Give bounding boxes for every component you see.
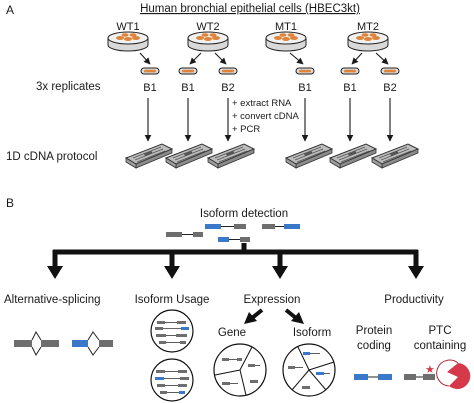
sample-label-mt1: MT1 (275, 21, 297, 33)
panel-b: B Isoform detection (4, 196, 471, 402)
expression-label: Expression (244, 294, 301, 306)
dish-to-tube-arrows (139, 52, 389, 65)
dish-mt1 (265, 31, 307, 52)
tube (295, 67, 315, 75)
productivity-label: Productivity (384, 294, 444, 306)
step-extract-rna: + extract RNA (232, 98, 292, 109)
panel-a-title: Human bronchial epithelial cells (HBEC3k… (140, 3, 360, 15)
ptc-transcript-icon: ★ (404, 364, 435, 380)
dish-mt2 (347, 31, 389, 52)
gene-label: Gene (218, 327, 246, 339)
sample-labels: WT1 WT2 MT1 MT2 (116, 21, 379, 33)
protein-coding-label-line1: Protein (356, 325, 392, 337)
dish-wt1 (107, 31, 149, 52)
sample-label-wt1: WT1 (116, 21, 139, 33)
replicate-label: B2 (221, 82, 234, 94)
nanopore-device-icon (125, 143, 173, 169)
replicate-tubes (140, 67, 400, 75)
tube (380, 67, 400, 75)
isoform-expression-pie-icon (282, 343, 336, 397)
dish-wt2 (187, 31, 229, 52)
nanopore-device-icon (207, 143, 255, 169)
sequencing-devices (125, 143, 419, 169)
expression-sub-arrows (244, 308, 304, 324)
replicate-label: B1 (298, 82, 311, 94)
replicate-labels: B1 B1 B2 B1 B1 B2 (143, 82, 396, 94)
step-convert-cdna: + convert cDNA (232, 111, 299, 122)
productivity-sub-labels: Protein coding PTC containing (356, 325, 466, 352)
tube (140, 67, 160, 75)
tube (340, 67, 360, 75)
isoform-label: Isoform (293, 327, 331, 339)
nanopore-device-icon (329, 143, 377, 169)
gene-model-icon (166, 224, 300, 242)
replicate-label: B1 (181, 82, 194, 94)
panel-a: A Human bronchial epithelial cells (HBEC… (6, 3, 419, 169)
sample-label-mt2: MT2 (357, 21, 379, 33)
nanopore-device-icon (285, 143, 333, 169)
sample-dishes (107, 31, 389, 52)
alt-splicing-icon (14, 330, 113, 357)
replicates-row-label: 3x replicates (36, 81, 101, 93)
replicate-label: B1 (143, 82, 156, 94)
alt-splicing-label: Alternative-splicing (4, 294, 101, 306)
panel-a-letter: A (6, 3, 14, 17)
protein-coding-label-line2: coding (357, 340, 391, 352)
gene-expression-pie-icon (213, 343, 267, 397)
protocol-steps: + extract RNA + convert cDNA + PCR (232, 98, 299, 135)
protein-coding-transcript-icon (354, 374, 392, 380)
stop-codon-star-icon: ★ (425, 364, 435, 376)
isoform-detection-label: Isoform detection (200, 208, 288, 220)
step-pcr: + PCR (232, 124, 260, 135)
nmd-pacman-icon (436, 359, 471, 389)
nanopore-device-icon (371, 143, 419, 169)
replicate-label: B2 (383, 82, 396, 94)
branch-labels: Alternative-splicing Isoform Usage Expre… (4, 294, 444, 306)
detection-tree (47, 243, 424, 279)
sample-label-wt2: WT2 (196, 21, 219, 33)
tube-to-device-arrows (144, 98, 394, 142)
ptc-containing-label-line2: containing (414, 340, 466, 352)
isoform-usage-icon (150, 309, 194, 402)
replicate-label: B1 (343, 82, 356, 94)
panel-b-letter: B (6, 196, 14, 210)
tube (178, 67, 198, 75)
ptc-containing-label-line1: PTC (429, 325, 452, 337)
tube (218, 67, 238, 75)
protocol-label: 1D cDNA protocol (6, 151, 97, 163)
nanopore-device-icon (165, 143, 213, 169)
isoform-usage-label: Isoform Usage (135, 294, 210, 306)
